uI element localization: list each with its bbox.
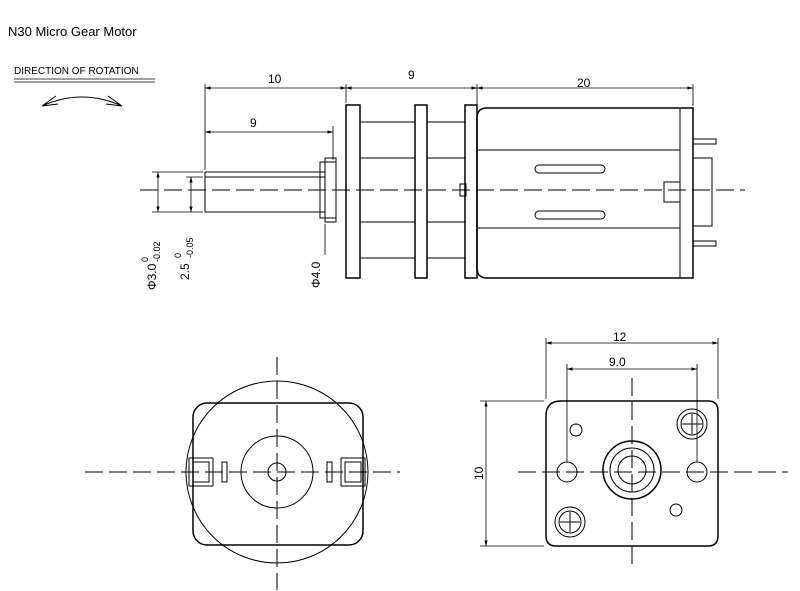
side-view: 10 9 20 9 Φ3.0 0 -0.02 2.5 0 -0.05 Φ4.0 xyxy=(140,68,745,290)
motor-terminal-top xyxy=(692,138,717,145)
gearbox-face-outline xyxy=(545,400,719,547)
dim-flat-tol-upper: 0 xyxy=(173,253,183,258)
screw-bottom-left-icon xyxy=(560,512,580,532)
gearbox-plate-rear xyxy=(464,104,478,279)
dim-shaft-tol-upper: 0 xyxy=(140,257,150,262)
dim-flat-tol-lower: -0.05 xyxy=(185,237,195,258)
dim-gearbox-length: 9 xyxy=(408,68,415,82)
screw-top-right xyxy=(676,408,708,440)
motor-body xyxy=(476,107,694,279)
gearbox-plate-front xyxy=(345,104,361,279)
rotation-label: DIRECTION OF ROTATION xyxy=(14,66,139,77)
dim-shaft-length: 10 xyxy=(268,72,282,86)
output-shaft xyxy=(204,171,326,213)
dim-hole-spacing: 9.0 xyxy=(609,355,626,369)
screw-bottom-left xyxy=(554,506,586,538)
terminal-right xyxy=(340,457,366,487)
gearbox-end-view: 12 9.0 10 xyxy=(472,330,788,570)
motor-shaft-end xyxy=(267,462,287,482)
output-bearing xyxy=(602,440,662,500)
motor-end-outline xyxy=(192,402,364,546)
dim-shaft-diameter: Φ3.0 xyxy=(145,263,159,290)
motor-slot-top xyxy=(534,164,606,174)
page-title: N30 Micro Gear Motor xyxy=(8,24,137,39)
dim-motor-length: 20 xyxy=(577,76,591,90)
motor-slot-bottom xyxy=(534,210,606,220)
rotation-arrow-icon xyxy=(41,95,123,107)
dim-flat-width: 2.5 xyxy=(178,263,192,280)
motor-bushing xyxy=(240,435,314,509)
dim-face-height: 10 xyxy=(472,466,486,480)
terminal-left xyxy=(188,457,214,487)
dim-flat-length: 9 xyxy=(250,116,257,130)
dim-boss-diameter: Φ4.0 xyxy=(309,261,323,288)
motor-end-view xyxy=(85,357,400,590)
screw-top-right-icon xyxy=(682,414,702,434)
dim-face-width: 12 xyxy=(613,330,627,344)
dim-shaft-tol-lower: -0.02 xyxy=(152,241,162,262)
motor-terminal-bottom xyxy=(692,240,717,247)
rotation-indicator: DIRECTION OF ROTATION xyxy=(14,66,155,107)
gearbox-plate-mid xyxy=(414,104,428,279)
